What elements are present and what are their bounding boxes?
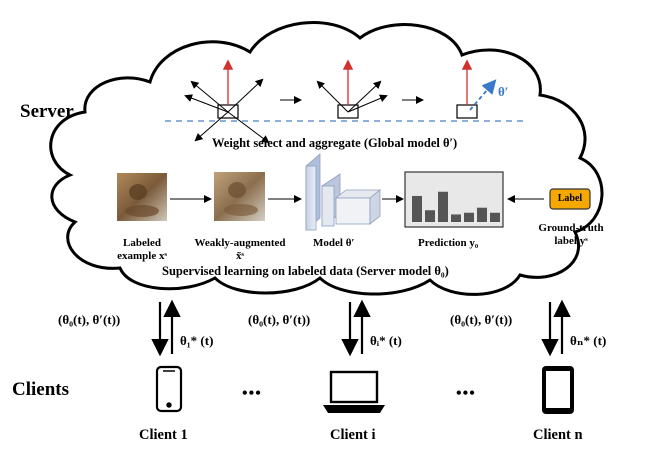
link-i-down-label: (θ₀(t), θ′(t))	[248, 312, 311, 327]
link-1-down-label: (θ₀(t), θ′(t))	[58, 312, 121, 327]
theta-prime-label: θ′	[498, 84, 509, 99]
prediction-bar	[477, 207, 487, 222]
prediction-bar	[412, 195, 422, 222]
client-n-label: Client n	[533, 427, 583, 443]
link-n-down-label: (θ₀(t), θ′(t))	[450, 312, 513, 327]
link-1-up-label: θ₁* (t)	[180, 333, 214, 348]
model-network-graphic	[305, 153, 382, 231]
link-n-up-label: θₙ* (t)	[570, 333, 607, 348]
prediction-bar	[490, 212, 500, 222]
prediction-bars	[412, 191, 500, 222]
link-i-up-label: θᵢ* (t)	[370, 333, 402, 348]
label-tag	[549, 188, 591, 210]
prediction-label: Prediction y₀	[418, 237, 479, 249]
model-label: Model θ′	[313, 237, 355, 249]
tablet-icon	[542, 366, 574, 414]
prediction-bar	[464, 212, 474, 222]
cloud-outline	[49, 20, 604, 296]
phone-icon	[155, 365, 183, 413]
server-label: Server	[20, 101, 74, 122]
weight-box-3	[456, 104, 478, 119]
client-i-label: Client i	[330, 427, 376, 443]
middle-caption: Supervised learning on labeled data (Ser…	[162, 264, 449, 278]
ellipsis-left: •••	[242, 385, 262, 402]
prediction-bar	[451, 214, 461, 222]
clients-label: Clients	[12, 379, 69, 400]
client-1-label: Client 1	[139, 427, 188, 443]
label-tag-text: Label	[557, 193, 583, 204]
ellipsis-right: •••	[456, 385, 476, 402]
laptop-icon	[323, 370, 385, 413]
prediction-bar	[438, 191, 448, 222]
prediction-bar	[425, 210, 435, 222]
top-caption: Weight select and aggregate (Global mode…	[212, 136, 458, 150]
